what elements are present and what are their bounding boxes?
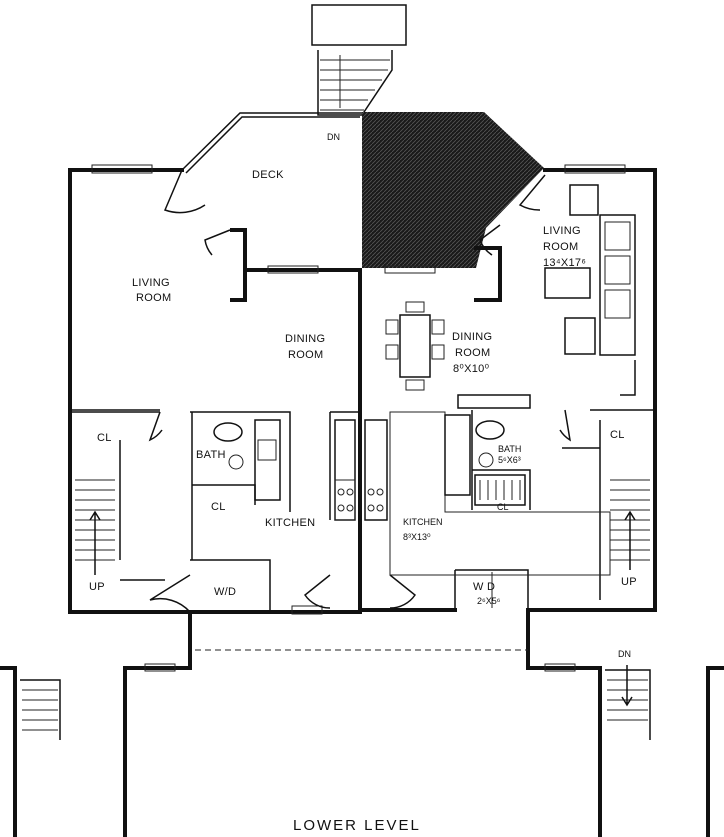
right-unit-walls — [358, 168, 657, 612]
deck-stair-dn-label: DN — [327, 132, 340, 142]
right-kitchen-label-1: KITCHEN — [403, 517, 443, 527]
left-cl-kitchen-label: CL — [211, 501, 226, 513]
dining-table-right — [385, 301, 445, 391]
right-kitchen-label-2: 8³X13⁰ — [403, 532, 431, 542]
right-up-label: UP — [621, 576, 637, 588]
right-wd-dim: 2⁶X5⁶ — [477, 596, 501, 606]
right-dining-label-2: ROOM — [455, 347, 490, 359]
right-cl-top-label: CL — [610, 429, 625, 441]
left-living-label-2: ROOM — [136, 292, 171, 304]
page-title: LOWER LEVEL — [293, 817, 421, 834]
right-bath-label-2: 5⁶X6³ — [498, 455, 521, 465]
right-dining-label-1: DINING — [452, 331, 492, 343]
deck-label: DECK — [252, 169, 284, 181]
right-dining-dim: 8⁰X10⁰ — [453, 363, 490, 375]
right-cl-kitchen-label: CL — [497, 502, 509, 512]
right-living-label-2: ROOM — [543, 241, 578, 253]
left-up-label: UP — [89, 581, 105, 593]
left-dining-label-2: ROOM — [288, 349, 323, 361]
windows — [91, 164, 626, 615]
covered-patio — [362, 112, 544, 268]
left-bath-label: BATH — [196, 449, 226, 461]
right-living-label-1: LIVING — [543, 225, 581, 237]
right-wd-label: W D — [473, 581, 495, 593]
right-stair-dn-label: DN — [618, 649, 631, 659]
left-wd-label: W/D — [214, 586, 236, 598]
lower-stairs-right — [605, 665, 651, 740]
left-dining-label-1: DINING — [285, 333, 325, 345]
deck-stair — [311, 4, 407, 116]
left-kitchen-label: KITCHEN — [265, 517, 315, 529]
left-living-label-1: LIVING — [132, 277, 170, 289]
lower-stairs-left — [20, 679, 61, 740]
right-living-dim: 13⁴X17⁶ — [543, 257, 586, 269]
living-furniture-right — [544, 184, 636, 356]
kitchen-left — [213, 419, 356, 521]
kitchen-right — [364, 411, 611, 576]
lower-level-walls — [0, 610, 724, 837]
doors — [148, 169, 572, 613]
stairs-left — [75, 479, 115, 575]
right-bath-label-1: BATH — [498, 444, 521, 454]
left-cl-top-label: CL — [97, 432, 112, 444]
stairs-right — [610, 479, 650, 570]
